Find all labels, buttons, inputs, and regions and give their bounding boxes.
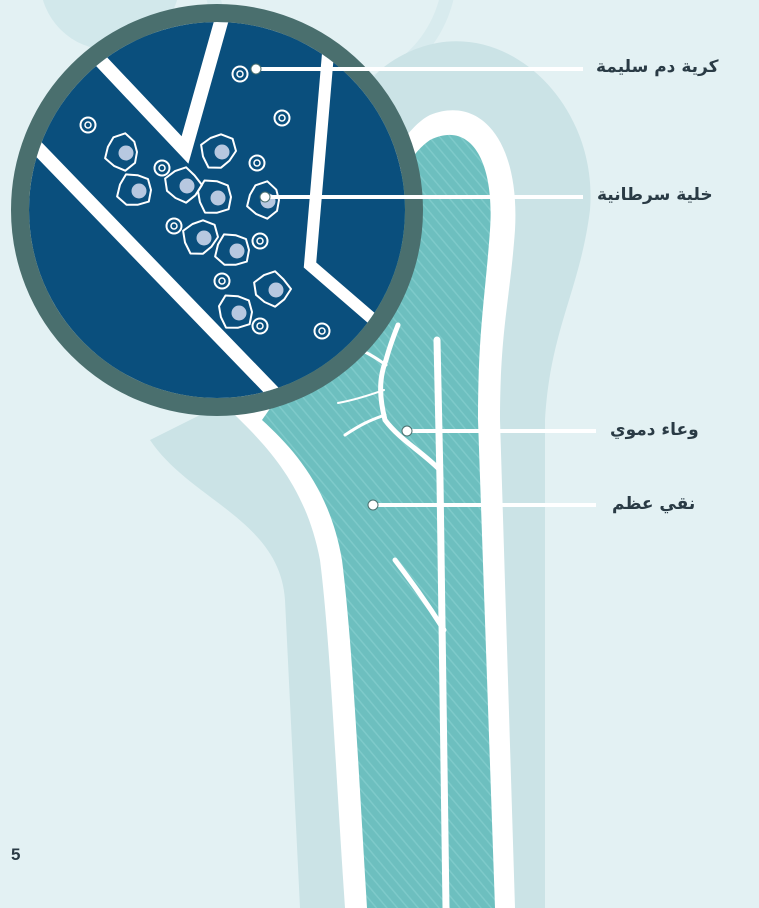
leader-dot-bone-marrow — [368, 500, 378, 510]
cancer-cell-nucleus — [232, 306, 247, 321]
cancer-cell-nucleus — [119, 146, 134, 161]
leader-dot-cancer-cell — [260, 192, 270, 202]
cancer-cell-nucleus — [230, 244, 245, 259]
label-cancer-cell: خلية سرطانية — [597, 185, 713, 205]
cancer-cell-nucleus — [180, 179, 195, 194]
leader-dot-healthy-cell — [251, 64, 261, 74]
cancer-cell-nucleus — [197, 231, 212, 246]
cancer-cell-nucleus — [132, 184, 147, 199]
cancer-cell-nucleus — [269, 283, 284, 298]
label-healthy-blood-cell: كرية دم سليمة — [596, 57, 718, 77]
page-number: 5 — [11, 845, 20, 865]
cancer-cell-nucleus — [215, 145, 230, 160]
label-bone-marrow: نقي عظم — [612, 494, 695, 514]
cancer-cell-nucleus — [211, 191, 226, 206]
label-blood-vessel: وعاء دموي — [610, 420, 699, 440]
leader-dot-blood-vessel — [402, 426, 412, 436]
